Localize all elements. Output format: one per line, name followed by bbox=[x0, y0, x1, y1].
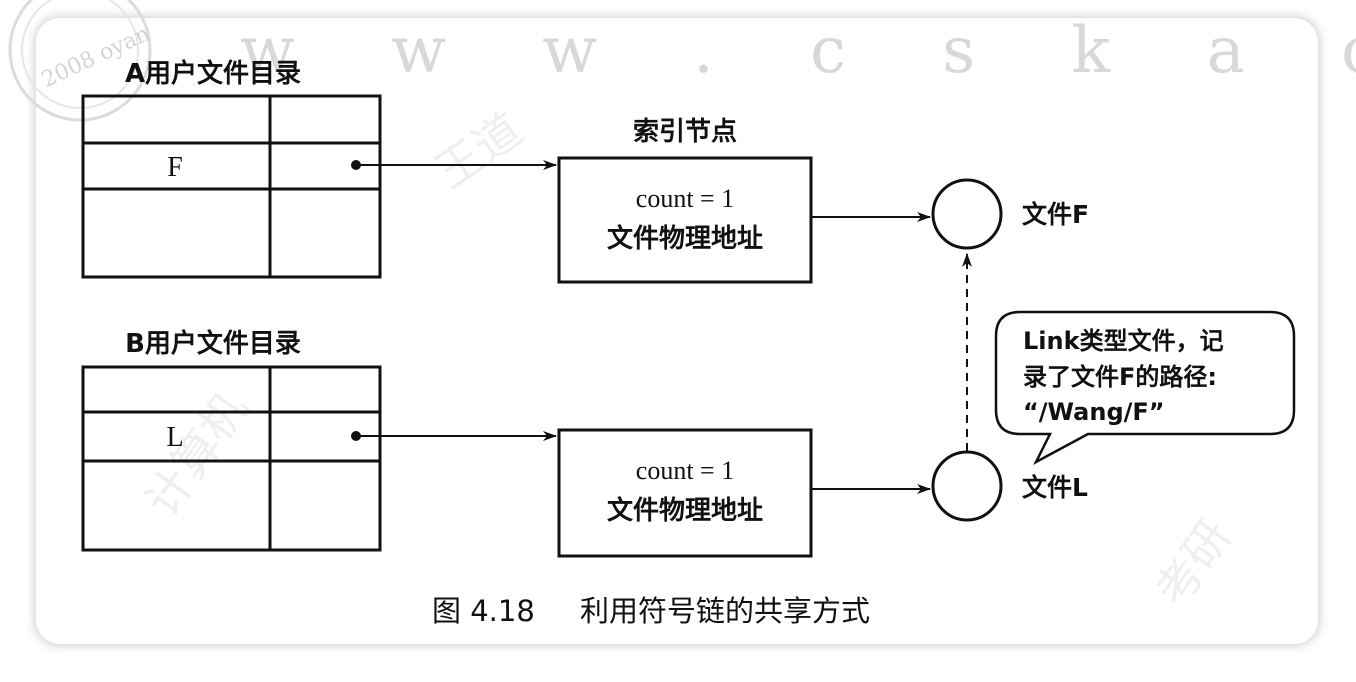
callout: Link类型文件，记 录了文件F的路径: “/Wang/F” bbox=[994, 310, 1296, 465]
dir-a-title: A用户文件目录 bbox=[125, 58, 301, 89]
dir-b: B用户文件目录 L bbox=[81, 328, 557, 552]
watermark-url: w w w . c s k a o y a n . c bbox=[240, 14, 1356, 88]
file-l-node bbox=[931, 450, 1003, 522]
callout-line-3: “/Wang/F” bbox=[1023, 398, 1165, 426]
callout-line-2: 录了文件F的路径: bbox=[1023, 363, 1217, 391]
callout-bubble-shape bbox=[994, 310, 1296, 465]
dir-b-table bbox=[81, 365, 382, 552]
watermark-faint-2: 计算机 bbox=[135, 382, 258, 526]
dir-b-entry-name: L bbox=[166, 422, 183, 453]
callout-line-1: Link类型文件，记 bbox=[1023, 327, 1224, 355]
dir-a-entry-name: F bbox=[167, 152, 183, 183]
index-node-title: 索引节点 bbox=[633, 116, 737, 147]
caption-number: 图 4.18 bbox=[432, 594, 535, 628]
dir-a-table bbox=[81, 94, 382, 279]
watermark-seal-ring-icon bbox=[21, 0, 139, 109]
index-node-bottom-count: count = 1 bbox=[636, 456, 734, 485]
index-node-top-box bbox=[557, 156, 813, 284]
files: 文件F 文件L bbox=[931, 178, 1089, 522]
watermark-faint-3: 考研 bbox=[1145, 510, 1242, 616]
index-node-bottom-box bbox=[557, 428, 813, 558]
caption-text: 利用符号链的共享方式 bbox=[580, 594, 870, 628]
index-node-top: 索引节点 count = 1 文件物理地址 bbox=[557, 116, 931, 284]
caption: 图 4.18 利用符号链的共享方式 bbox=[432, 594, 870, 628]
index-node-top-count: count = 1 bbox=[636, 184, 734, 213]
watermark-seal-icon bbox=[8, 0, 152, 122]
index-node-bottom: count = 1 文件物理地址 bbox=[557, 428, 931, 558]
dir-b-title: B用户文件目录 bbox=[125, 328, 301, 359]
dir-a: A用户文件目录 F bbox=[81, 58, 557, 279]
watermark-faint-1: 王道 bbox=[425, 102, 531, 199]
index-node-bottom-address: 文件物理地址 bbox=[607, 495, 763, 526]
file-f-label: 文件F bbox=[1022, 200, 1089, 229]
index-node-top-address: 文件物理地址 bbox=[607, 223, 763, 254]
file-f-node bbox=[931, 178, 1003, 250]
file-l-label: 文件L bbox=[1022, 473, 1088, 502]
